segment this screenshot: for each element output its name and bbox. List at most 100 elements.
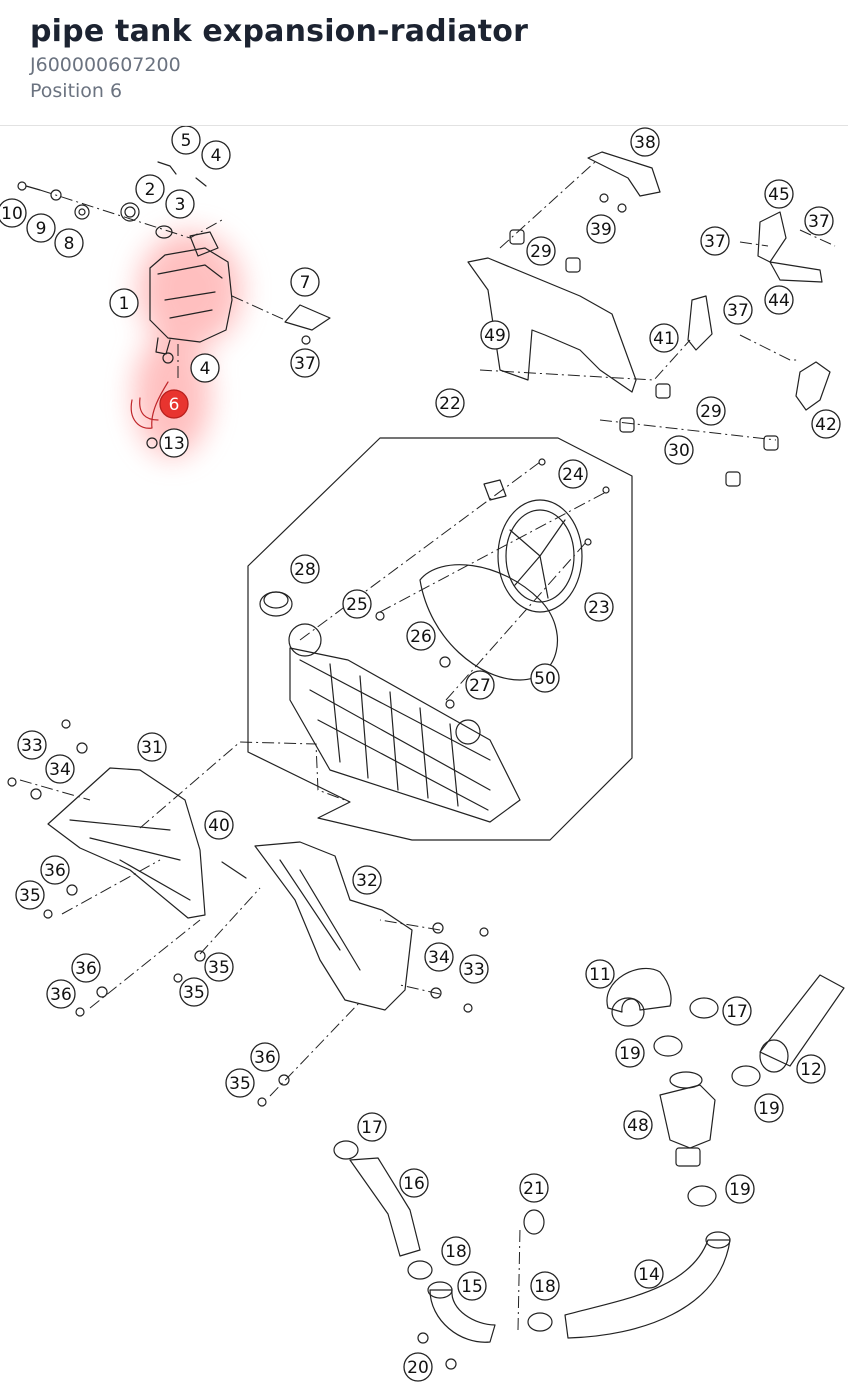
- callout-circle[interactable]: [630, 127, 660, 157]
- callout-36[interactable]: 36: [40, 855, 70, 885]
- long-hose-part[interactable]: [759, 974, 845, 1073]
- callout-circle[interactable]: [399, 1168, 429, 1198]
- lower-hose-part[interactable]: [349, 1157, 421, 1257]
- callout-36[interactable]: 36: [250, 1042, 280, 1072]
- callout-25[interactable]: 25: [342, 589, 372, 619]
- callout-20[interactable]: 20: [403, 1352, 433, 1382]
- callout-circle[interactable]: [649, 323, 679, 353]
- callout-circle[interactable]: [764, 179, 794, 209]
- callout-18[interactable]: 18: [441, 1236, 471, 1266]
- callout-15[interactable]: 15: [457, 1271, 487, 1301]
- callout-circle[interactable]: [159, 389, 189, 419]
- callout-10[interactable]: 10: [0, 198, 27, 228]
- callout-circle[interactable]: [530, 663, 560, 693]
- callout-35[interactable]: 35: [15, 880, 45, 910]
- callout-5[interactable]: 5: [171, 126, 201, 155]
- callout-circle[interactable]: [40, 855, 70, 885]
- callout-circle[interactable]: [46, 979, 76, 1009]
- callout-circle[interactable]: [357, 1112, 387, 1142]
- callout-4[interactable]: 4: [190, 353, 220, 383]
- callout-41[interactable]: 41: [649, 323, 679, 353]
- callout-circle[interactable]: [225, 1068, 255, 1098]
- callout-circle[interactable]: [722, 996, 752, 1026]
- callout-29[interactable]: 29: [696, 396, 726, 426]
- callout-circle[interactable]: [342, 589, 372, 619]
- callout-28[interactable]: 28: [290, 554, 320, 584]
- callout-35[interactable]: 35: [179, 977, 209, 1007]
- callout-32[interactable]: 32: [352, 865, 382, 895]
- callout-circle[interactable]: [179, 977, 209, 1007]
- fan-shroud-part[interactable]: [419, 564, 558, 681]
- pipe-tank-expansion-radiator-part[interactable]: [130, 381, 169, 429]
- callout-circle[interactable]: [696, 396, 726, 426]
- callout-9[interactable]: 9: [26, 213, 56, 243]
- left-spoiler-part[interactable]: [47, 767, 206, 919]
- callout-13[interactable]: 13: [159, 428, 189, 458]
- callout-17[interactable]: 17: [357, 1112, 387, 1142]
- tank-cap-part[interactable]: [120, 202, 140, 222]
- callout-37[interactable]: 37: [804, 206, 834, 236]
- callout-circle[interactable]: [435, 388, 465, 418]
- callout-circle[interactable]: [109, 288, 139, 318]
- callout-circle[interactable]: [0, 198, 27, 228]
- top-bracket-part[interactable]: [587, 151, 661, 213]
- callout-circle[interactable]: [165, 189, 195, 219]
- callout-circle[interactable]: [480, 320, 510, 350]
- callout-38[interactable]: 38: [630, 127, 660, 157]
- callout-circle[interactable]: [459, 954, 489, 984]
- callout-11[interactable]: 11: [585, 959, 615, 989]
- callout-circle[interactable]: [204, 810, 234, 840]
- callout-circle[interactable]: [204, 952, 234, 982]
- callout-50[interactable]: 50: [530, 663, 560, 693]
- callout-circle[interactable]: [352, 865, 382, 895]
- seal-ring-part[interactable]: [523, 1209, 545, 1235]
- spoiler-pin-part[interactable]: [221, 861, 247, 879]
- callout-31[interactable]: 31: [137, 732, 167, 762]
- callout-49[interactable]: 49: [480, 320, 510, 350]
- callout-22[interactable]: 22: [435, 388, 465, 418]
- spoiler-bolts-part[interactable]: [7, 719, 489, 1107]
- callout-30[interactable]: 30: [664, 435, 694, 465]
- callout-circle[interactable]: [424, 942, 454, 972]
- rubber-mount-part[interactable]: [509, 229, 779, 487]
- cooling-fan-part[interactable]: [483, 479, 583, 613]
- radiator-core-part[interactable]: [288, 623, 521, 823]
- callout-34[interactable]: 34: [45, 754, 75, 784]
- callout-circle[interactable]: [290, 554, 320, 584]
- callout-circle[interactable]: [250, 1042, 280, 1072]
- o-ring-part[interactable]: [155, 225, 173, 239]
- drain-screw-part[interactable]: [417, 1332, 457, 1370]
- callout-circle[interactable]: [530, 1271, 560, 1301]
- callout-circle[interactable]: [519, 1173, 549, 1203]
- callout-42[interactable]: 42: [811, 409, 841, 439]
- hose-clamp-part[interactable]: [146, 352, 174, 449]
- elbow-hose-part[interactable]: [427, 1281, 496, 1343]
- expansion-tank-part[interactable]: [149, 231, 233, 355]
- callout-45[interactable]: 45: [764, 179, 794, 209]
- tank-bolts-part[interactable]: [17, 181, 90, 220]
- callout-circle[interactable]: [723, 295, 753, 325]
- right-spoiler-part[interactable]: [254, 841, 413, 1011]
- callout-14[interactable]: 14: [634, 1259, 664, 1289]
- callout-circle[interactable]: [623, 1110, 653, 1140]
- callout-circle[interactable]: [201, 140, 231, 170]
- callout-circle[interactable]: [406, 621, 436, 651]
- callout-circle[interactable]: [804, 206, 834, 236]
- callout-7[interactable]: 7: [290, 267, 320, 297]
- callout-34[interactable]: 34: [424, 942, 454, 972]
- callout-circle[interactable]: [190, 353, 220, 383]
- callout-circle[interactable]: [441, 1236, 471, 1266]
- callout-circle[interactable]: [584, 592, 614, 622]
- callout-24[interactable]: 24: [558, 459, 588, 489]
- callout-3[interactable]: 3: [165, 189, 195, 219]
- bottom-hose-part[interactable]: [564, 1231, 731, 1339]
- callout-circle[interactable]: [290, 348, 320, 378]
- callout-40[interactable]: 40: [204, 810, 234, 840]
- callout-37[interactable]: 37: [723, 295, 753, 325]
- callout-29[interactable]: 29: [526, 236, 556, 266]
- callout-circle[interactable]: [54, 228, 84, 258]
- callout-circle[interactable]: [558, 459, 588, 489]
- callout-circle[interactable]: [17, 730, 47, 760]
- upper-hose-part[interactable]: [606, 967, 672, 1027]
- callout-26[interactable]: 26: [406, 621, 436, 651]
